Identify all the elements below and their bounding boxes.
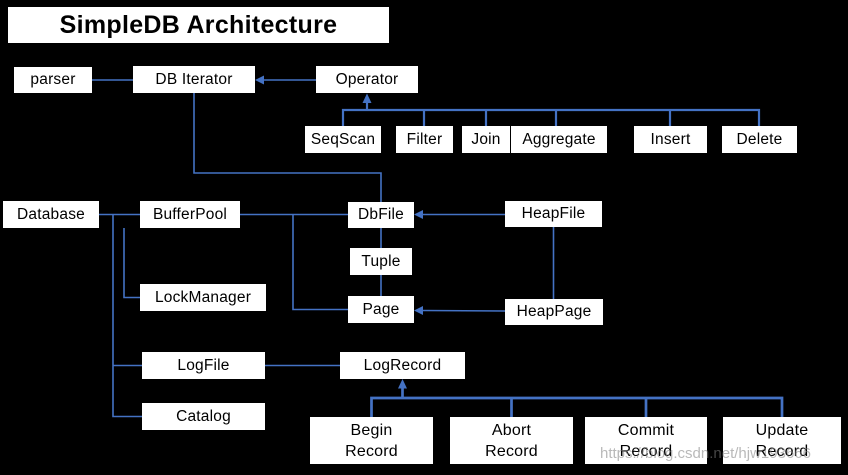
node-seqscan: SeqScan — [305, 126, 381, 153]
node-update-record: Update Record — [723, 417, 841, 464]
node-insert: Insert — [634, 126, 707, 153]
node-tuple: Tuple — [350, 248, 412, 275]
node-database: Database — [3, 201, 99, 228]
node-dbfile: DbFile — [348, 202, 414, 228]
node-operator: Operator — [316, 66, 418, 93]
node-heappage: HeapPage — [505, 299, 603, 325]
node-aggregate: Aggregate — [511, 126, 607, 153]
node-bufferpool: BufferPool — [140, 201, 240, 228]
node-parser: parser — [14, 67, 92, 93]
node-commit-record: Commit Record — [585, 417, 707, 464]
node-abort-record: Abort Record — [450, 417, 573, 464]
watermark: https://blog.csdn.net/hjw193666 — [600, 445, 811, 462]
node-filter: Filter — [396, 126, 453, 153]
node-db-iterator: DB Iterator — [133, 66, 255, 93]
node-logfile: LogFile — [142, 352, 265, 379]
node-logrecord: LogRecord — [340, 352, 465, 379]
node-page: Page — [348, 296, 414, 323]
node-catalog: Catalog — [142, 403, 265, 430]
node-join: Join — [462, 126, 510, 153]
node-heapfile: HeapFile — [505, 201, 602, 227]
node-begin-record: Begin Record — [310, 417, 433, 464]
node-lockmanager: LockManager — [140, 284, 266, 311]
node-delete: Delete — [722, 126, 797, 153]
diagram-title: SimpleDB Architecture — [8, 7, 389, 43]
